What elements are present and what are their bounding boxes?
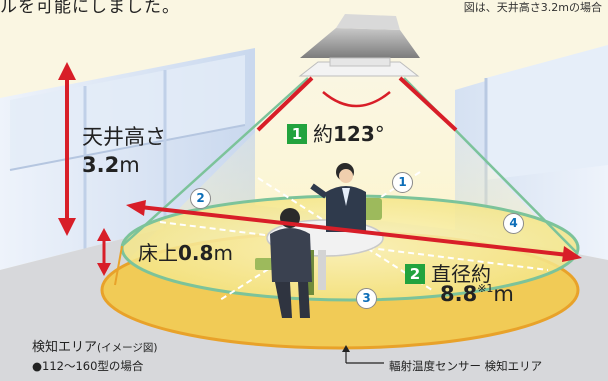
- badge-2: 2: [405, 264, 425, 284]
- angle-arc: [322, 91, 391, 108]
- person-front: [310, 163, 366, 232]
- diameter-value: 8.8※1m: [440, 282, 514, 306]
- chair: [362, 198, 382, 220]
- detection-area-title: 検知エリア(イメージ図): [32, 340, 158, 355]
- zone-marker-4: 4: [503, 213, 524, 234]
- zone-marker-2: 2: [190, 188, 211, 209]
- badge-1: 1: [287, 124, 307, 144]
- ceiling-height-label: 天井高さ: [82, 125, 166, 149]
- zone-marker-3: 3: [356, 288, 377, 309]
- figure-note: 図は、天井高さ3.2mの場合: [463, 1, 602, 14]
- sensor-area-label: 輻射温度センサー 検知エリア: [389, 359, 543, 373]
- diameter-arrow: [139, 205, 569, 257]
- floor-height-label: 床上0.8m: [138, 241, 233, 265]
- zone-marker-1: 1: [392, 172, 413, 193]
- ceiling-height-value: 3.2m: [82, 153, 140, 177]
- person-back: [270, 208, 312, 318]
- model-note: ●112～160型の場合: [32, 359, 144, 373]
- ceiling-air-conditioner: [298, 14, 420, 77]
- header-text: ルを可能にしました。: [0, 0, 180, 17]
- right-wall-window: [486, 45, 608, 180]
